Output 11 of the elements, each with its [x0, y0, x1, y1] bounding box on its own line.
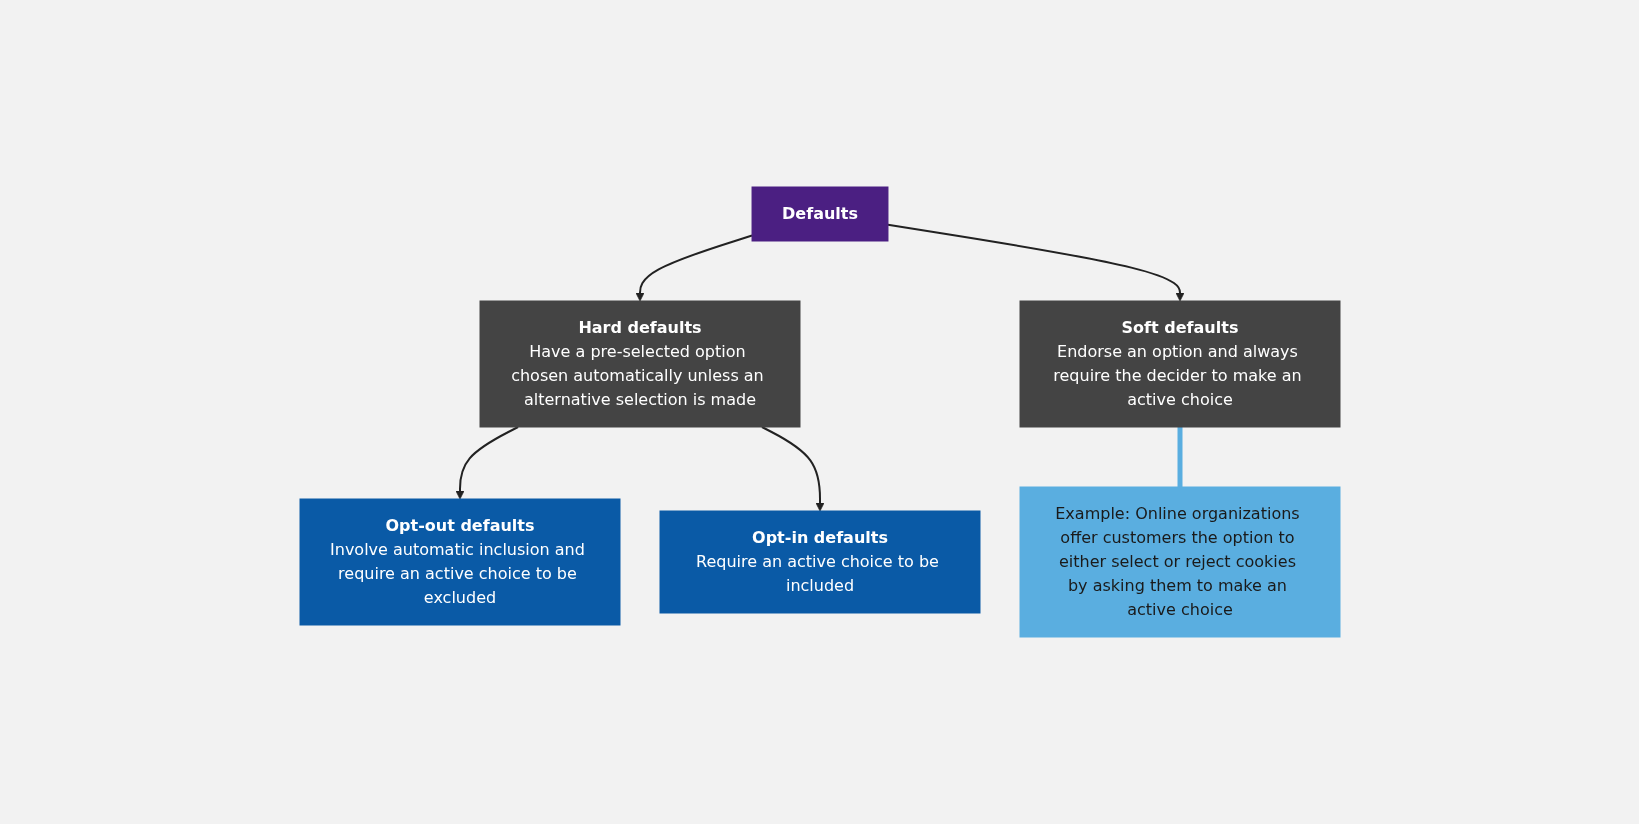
connector: [1177, 427, 1182, 487]
node-box: Example: Online organizations offer customers the option to either select or reject cookies by asking them to make an active choice: [1019, 486, 1340, 638]
node-box: Soft defaults Endorse an option and always require the decider to make an active choice: [1019, 300, 1340, 428]
node-box: Opt-out defaults Involve automatic inclusion and require an active choice to be excluded: [299, 498, 620, 626]
node-box: Defaults: [751, 186, 888, 242]
arrow: [455, 426, 519, 500]
arrow: [760, 426, 824, 512]
arrow: [886, 223, 1184, 302]
arrow: [635, 234, 753, 302]
node-box: Hard defaults Have a pre-selected option chosen automatically unless an alternative selection is made: [479, 300, 800, 428]
node-box: Opt-in defaults Require an active choice to be included: [659, 510, 980, 614]
